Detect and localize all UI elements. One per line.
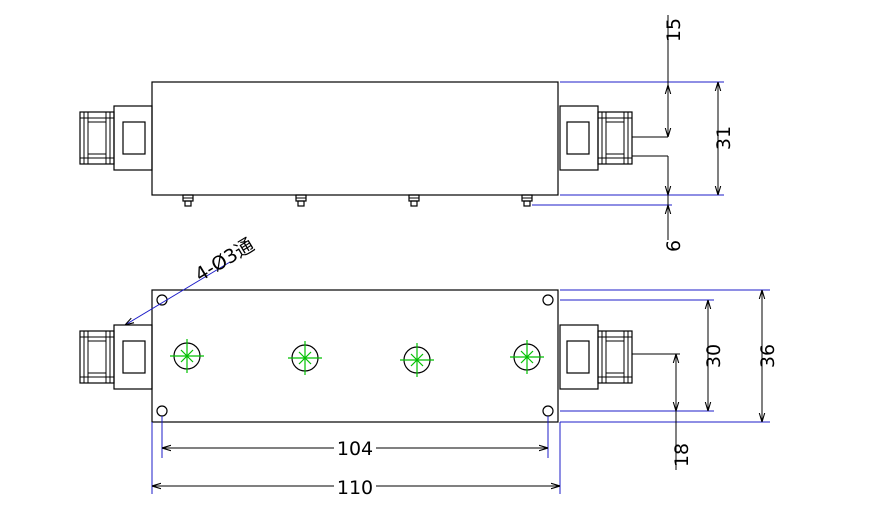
dim-36: 36 [757,344,779,368]
mount-hole-tl [156,294,168,306]
top-stud-3 [408,194,420,207]
bottom-view: 4-Ø3通 30 36 18 104 110 [79,234,779,499]
dim-110: 110 [337,477,373,499]
top-view: 15 6 31 [79,15,735,252]
dim-6: 6 [663,240,685,252]
top-stud-2 [295,194,307,207]
mount-hole-br [542,405,554,417]
top-stud-4 [521,194,533,207]
bottom-view-body [151,289,559,423]
dim-15: 15 [663,18,685,42]
mount-hole-bl [156,405,168,417]
dim-30: 30 [703,344,725,368]
tuning-screw-2 [287,340,323,376]
bottom-left-connector [79,324,153,390]
top-stud-1 [182,194,194,207]
tuning-screw-3 [399,342,435,378]
dim-18: 18 [671,443,693,467]
top-view-body [151,81,559,196]
tuning-screw-4 [509,339,545,375]
tuning-screw-1 [169,338,205,374]
top-right-connector [559,105,633,171]
bottom-right-connector [559,324,633,390]
top-left-connector [79,105,153,171]
holes-note: 4-Ø3通 [191,234,258,286]
dim-31: 31 [713,126,735,150]
mount-hole-tr [542,294,554,306]
dim-104: 104 [337,438,373,460]
